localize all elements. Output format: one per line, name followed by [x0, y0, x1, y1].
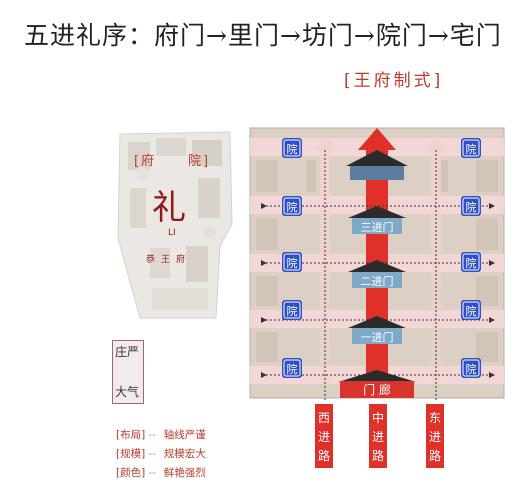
svg-text:院: 院 [287, 304, 298, 318]
legend-row: [布局]--轴线严谨 [116, 429, 206, 441]
courtyard-marker: 院 [461, 358, 481, 378]
svg-text:院: 院 [287, 256, 298, 270]
courtyard-marker: 院 [461, 138, 481, 158]
legend: [布局]--轴线严谨 [规模]--规模宏大 [颜色]--鲜艳强烈 [116, 426, 206, 483]
courtyard-marker: 院 [282, 358, 302, 378]
gate-label: 一进门 [361, 330, 394, 344]
gate-one: 一进门 [348, 316, 406, 344]
road-char: 路 [429, 448, 441, 463]
road-char: 进 [372, 430, 384, 444]
legend-key: [颜色] [116, 467, 146, 479]
gate-three: 三进门 [348, 206, 406, 234]
gate-label: 三进门 [361, 220, 394, 234]
page-title: 五进礼序：府门→里门→坊门→院门→宅门 [24, 21, 502, 50]
legend-key: [布局] [116, 429, 146, 441]
thumb-mansion-name: 恭王府 [146, 255, 192, 265]
road-tag-east: 东 进 路 [426, 404, 444, 468]
thumb-pinyin: LI [168, 228, 176, 238]
courtyard-marker: 院 [282, 138, 302, 158]
svg-text:院: 院 [466, 304, 477, 318]
east-axis-arrowhead [426, 136, 446, 150]
road-char: 进 [429, 430, 441, 444]
courtyard-marker: 院 [461, 196, 481, 216]
page-subtitle: [王府制式] [344, 71, 444, 91]
badge-bottom-text: 大气 [115, 385, 140, 399]
svg-text:院: 院 [287, 142, 298, 156]
legend-value: 规模宏大 [163, 448, 206, 460]
legend-key: [规模] [116, 448, 146, 460]
gate-label: 二进门 [361, 274, 394, 288]
courtyard-markers: 院 院 院 院 院 院 院 院 院 院 [282, 138, 481, 378]
legend-row: [规模]--规模宏大 [116, 448, 206, 460]
style-badge: 庄严 大气 [112, 340, 144, 404]
legend-row: [颜色]--鲜艳强烈 [116, 467, 206, 479]
road-tag-central: 中 进 路 [369, 404, 387, 468]
road-char: 进 [318, 430, 330, 444]
courtyard-marker: 院 [282, 196, 302, 216]
courtyard-marker: 院 [461, 300, 481, 320]
legend-value: 鲜艳强烈 [163, 467, 206, 479]
gate-gallery: 门 廊 [338, 370, 416, 398]
thumb-big-char: 礼 [152, 188, 186, 228]
thumb-label-yuan: 院] [188, 154, 211, 169]
road-char: 路 [372, 448, 384, 463]
road-char: 西 [318, 411, 330, 425]
road-char: 东 [429, 411, 441, 425]
badge-top-text: 庄严 [115, 345, 140, 359]
mansion-thumbnail: [府 院] 礼 LI 恭王府 [112, 128, 238, 320]
courtyard-marker: 院 [461, 252, 481, 272]
svg-text:院: 院 [466, 256, 477, 270]
svg-text:院: 院 [287, 200, 298, 214]
road-char: 路 [318, 448, 330, 463]
legend-value: 轴线严谨 [163, 429, 206, 441]
svg-text:院: 院 [466, 362, 477, 376]
svg-text:院: 院 [466, 200, 477, 214]
main-hall [346, 150, 408, 180]
west-axis-arrowhead [315, 136, 335, 150]
mansion-map-image [117, 131, 233, 319]
building-blocks [256, 160, 498, 362]
svg-text:院: 院 [287, 362, 298, 376]
road-char: 中 [372, 410, 384, 425]
road-tag-west: 西 进 路 [315, 404, 333, 468]
courtyard-marker: 院 [282, 252, 302, 272]
thumb-label-fu: [府 [134, 154, 157, 169]
central-axis-arrowhead [358, 128, 396, 150]
courtyard-marker: 院 [282, 300, 302, 320]
gate-two: 二进门 [348, 260, 406, 288]
gallery-label: 门 廊 [363, 382, 391, 397]
svg-text:院: 院 [466, 142, 477, 156]
